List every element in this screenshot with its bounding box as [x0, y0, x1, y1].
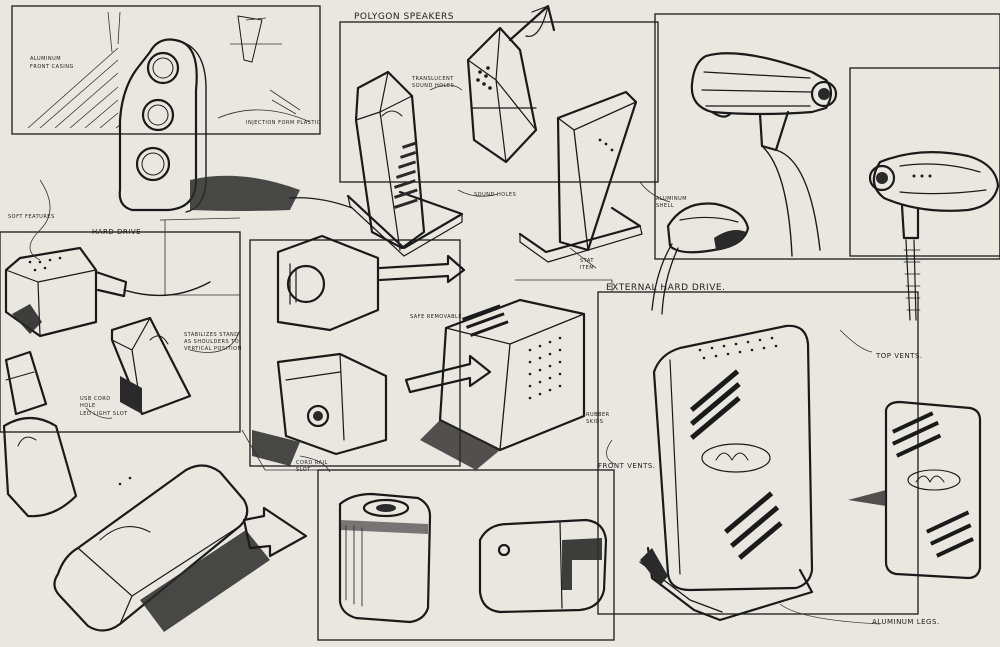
casing-hatching	[27, 11, 301, 129]
label-aluminum: ALUMINUM	[30, 56, 61, 62]
label-cord-slot: SLOT	[296, 467, 311, 473]
label-usb-cord: USB CORD	[80, 396, 111, 402]
label-aluminum-shell-2: SHELL	[656, 203, 674, 209]
rounded-drive-left	[2, 416, 78, 518]
external-hard-drive-tower	[639, 324, 814, 622]
title-polygon-speakers: POLYGON SPEAKERS	[354, 12, 454, 22]
hard-drive-small	[4, 246, 211, 338]
polygon-speaker-a	[346, 70, 464, 257]
panel-frames	[0, 5, 1000, 641]
tilted-drive-large	[53, 464, 308, 632]
hard-drive-stand	[110, 316, 192, 416]
label-front-vents: FRONT VENTS.	[598, 462, 656, 470]
triple-speaker-sketch	[118, 38, 353, 213]
label-safe-removable: SAFE REMOVABLE	[410, 314, 462, 320]
label-stat-2: ITEM	[580, 265, 594, 271]
port-device	[252, 352, 388, 466]
center-slotted-drive	[404, 298, 586, 470]
right-vented-drive	[848, 400, 982, 580]
label-rubber: RUBBER	[586, 412, 610, 418]
hair-dryer-small	[868, 151, 1000, 321]
cube-drive	[338, 492, 432, 624]
polygon-speaker-b	[466, 4, 556, 164]
leader-lines	[29, 84, 881, 625]
label-stabilizes: STABILIZES STAND	[184, 332, 239, 338]
label-front-casing: FRONT CASING	[30, 64, 74, 70]
cube-drive-2	[478, 518, 608, 614]
annotations: ALUMINUM FRONT CASING INJECTION FORM PLA…	[8, 12, 940, 626]
label-aluminum-shell-1: ALUMINUM	[656, 196, 687, 202]
label-sound-holes-a: SOUND HOLES	[412, 83, 454, 89]
title-external-hard-drive: EXTERNAL HARD DRIVE.	[606, 283, 725, 293]
label-translucent: TRANSLUCENT	[411, 76, 454, 82]
label-top-vents: TOP VENTS.	[875, 352, 923, 360]
label-sound-holes-b: SOUND HOLES	[474, 192, 516, 198]
mouse-sketch	[651, 202, 750, 315]
title-hard-drive: HARD DRIVE	[92, 228, 141, 236]
label-skids: SKIDS	[586, 419, 603, 425]
hair-dryer-large	[690, 52, 838, 257]
label-led-light: LED LIGHT SLOT	[80, 411, 128, 417]
device-circle-arrow	[276, 234, 466, 332]
leaning-drive	[4, 350, 48, 416]
label-stat-1: STAT	[580, 258, 594, 264]
label-soft-features: SOFT FEATURES	[8, 214, 55, 220]
label-usb-hole: HOLE	[80, 403, 96, 409]
label-cord-rail: CORD RAIL	[296, 460, 328, 466]
label-aluminum-legs: ALUMINUM LEGS.	[872, 618, 940, 626]
label-injection-form-plastic: INJECTION FORM PLASTIC	[246, 120, 321, 126]
label-vertical: VERTICAL POSITION	[184, 346, 242, 352]
polygon-speaker-c	[518, 90, 643, 263]
label-shoulders: AS SHOULDERS TO	[184, 339, 239, 345]
